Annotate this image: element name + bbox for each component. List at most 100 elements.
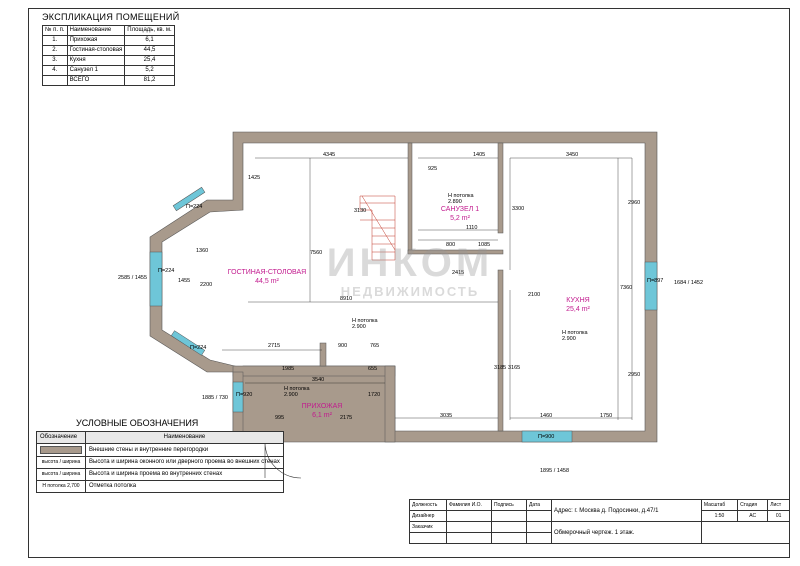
dim-text: 8910 (340, 296, 353, 302)
dim-text: 800 (446, 242, 456, 248)
legend-header-name: Наименование (85, 431, 284, 444)
legend-row: высота / ширина Высота и ширина проема в… (36, 468, 284, 481)
stamp-row (409, 532, 790, 544)
legend-row: Внешние стены и внутренние перегородки (36, 443, 284, 457)
stamp-sheet: 01 (767, 510, 790, 522)
dim-text: 765 (370, 343, 380, 349)
drawing-frame (28, 8, 790, 558)
legend-text: Высота и ширина проема во внутренних сте… (85, 468, 284, 481)
legend-header-symbol: Обозначение (36, 431, 86, 444)
window (172, 186, 206, 212)
dim-text: 2175 (340, 415, 353, 421)
partition-bath-bottom (407, 249, 504, 255)
room-hall: ПРИХОЖАЯ 6,1 m² (292, 402, 352, 420)
legend-symbol: высота / ширина (36, 456, 86, 469)
dim-text: 1460 (540, 413, 553, 419)
stamp-col-scale: Масштаб (700, 499, 739, 511)
room-living: ГОСТИНАЯ-СТОЛОВАЯ 44,5 m² (222, 268, 312, 286)
partition-kitchen-bottom (497, 269, 504, 432)
dim-text: 925 (428, 166, 438, 172)
window-label: П=900 (538, 434, 555, 440)
window (644, 261, 658, 311)
watermark-line-1: ИНКОМ (326, 241, 494, 285)
dim-text: 3165 (508, 365, 521, 371)
staircase (359, 195, 396, 261)
window (232, 381, 244, 413)
dim-text: 2960 (628, 200, 641, 206)
dim-text: 1720 (368, 392, 381, 398)
window-label: П=224 (158, 268, 175, 274)
legend-symbol (36, 443, 86, 457)
window (521, 430, 573, 443)
legend-header: Обозначение Наименование (36, 431, 284, 444)
dim-text: 1750 (600, 413, 613, 419)
dim-text: 2100 (528, 292, 541, 298)
dim-text: 900 (338, 343, 348, 349)
legend-symbol: высота / ширина (36, 468, 86, 481)
legend-title: УСЛОВНЫЕ ОБОЗНАЧЕНИЯ (76, 418, 199, 428)
legend: УСЛОВНЫЕ ОБОЗНАЧЕНИЯ Обозначение Наимено… (36, 418, 284, 493)
stamp-row: Должность Фамилия И.О. Подпись Дата Адре… (409, 499, 790, 522)
partition-stub (319, 342, 327, 367)
dim-text: 1405 (473, 152, 486, 158)
table-total-row: ВСЕГО 81,2 (42, 75, 175, 86)
stamp-cell: Фамилия И.О. (446, 499, 492, 511)
dim-text: 2715 (268, 343, 281, 349)
total-area: 81,2 (124, 75, 175, 86)
window-sill-label: 1895 / 1458 (540, 468, 570, 474)
stamp-col-sheet: Лист (767, 499, 790, 511)
dim-text: 3300 (512, 206, 525, 212)
explication-table: № п. п. Наименование Площадь, кв. м. 1. … (42, 25, 175, 86)
dim-text: 1425 (248, 175, 261, 181)
watermark: ИНКОМ НЕДВИЖИМОСТЬ (305, 242, 515, 299)
dim-text: 4345 (323, 152, 336, 158)
partition-kitchen-top (497, 142, 504, 234)
legend-symbol: Н потолка 2,700 (36, 480, 86, 493)
room-bath: САНУЗЕЛ 1 5,2 m² (430, 205, 490, 223)
window (170, 330, 206, 356)
room-kitchen: КУХНЯ 25,4 m² (548, 296, 608, 314)
stamp-row: Заказчик Обмерочный чертеж. 1 этаж. (409, 521, 791, 544)
window-sill-label: 1684 / 1452 (674, 280, 704, 286)
dim-text: 2415 (452, 270, 465, 276)
legend-row: Н потолка 2,700 Отметка потолка (36, 480, 284, 493)
dim-text: 1985 (282, 366, 295, 372)
legend-text: Внешние стены и внутренние перегородки (85, 443, 284, 457)
dim-text: 7560 (310, 250, 323, 256)
dim-text: 2200 (200, 282, 213, 288)
stamp-cell: Подпись (491, 499, 527, 511)
legend-text: Высота и ширина оконного или дверного пр… (85, 456, 284, 469)
dim-text: 1110 (466, 225, 478, 231)
stamp-cell: Должность (409, 499, 447, 511)
window (149, 251, 163, 307)
stamp-cell: Дата (526, 499, 552, 511)
dim-text: 3035 (440, 413, 453, 419)
stamp-cell: Дизайнер (409, 510, 447, 522)
title-block: Должность Фамилия И.О. Подпись Дата Адре… (409, 499, 791, 544)
dim-text: 3540 (312, 377, 325, 383)
window-label: П=897 (647, 278, 664, 284)
explication: ЭКСПЛИКАЦИЯ ПОМЕЩЕНИЙ № п. п. Наименован… (42, 12, 179, 86)
legend-table: Обозначение Наименование Внешние стены и… (36, 431, 284, 493)
dimension-lines (222, 157, 633, 420)
dim-text: 2950 (628, 372, 641, 378)
room-name: КУХНЯ (566, 297, 590, 304)
dim-text: 1360 (196, 248, 209, 254)
stamp-address: Адрес: г. Москва д. Подосинки, д.47/1 (551, 499, 702, 522)
partition-bath-left (407, 142, 413, 254)
stamp-drawing-title: Обмерочный чертеж. 1 этаж. (551, 521, 702, 544)
window-label: П=920 (236, 392, 253, 398)
room-name: ГОСТИНАЯ-СТОЛОВАЯ (227, 269, 307, 276)
stamp-cell: Заказчик (409, 521, 447, 533)
stamp-row: Дизайнер 1:50 АС 01 (409, 510, 790, 522)
dim-text: 7360 (620, 285, 633, 291)
room-name: САНУЗЕЛ 1 (440, 206, 480, 213)
dim-text: 3450 (566, 152, 579, 158)
dim-text: 995 (275, 415, 285, 421)
dim-text: 1455 (178, 278, 191, 284)
watermark-line-2: НЕДВИЖИМОСТЬ (340, 284, 480, 299)
room-area: 25,4 m² (566, 306, 590, 313)
hall-wall-right (384, 365, 396, 443)
